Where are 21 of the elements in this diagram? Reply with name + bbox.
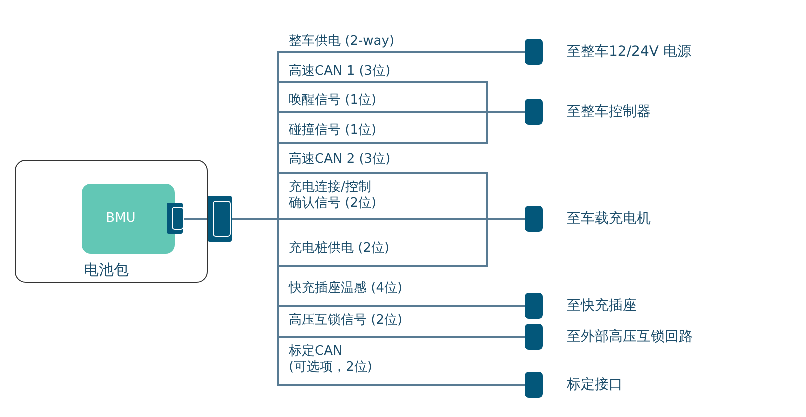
pack-label: 电池包 [84, 261, 129, 280]
signal-label: 标定CAN (可选项，2位) [289, 344, 374, 376]
destination-label: 至快充插座 [567, 297, 637, 315]
signal-label: 整车供电 (2-way) [289, 34, 395, 50]
destination-label: 至车载充电机 [567, 210, 651, 228]
signal-label: 高速CAN 2 (3位) [289, 152, 391, 168]
signal-label: 碰撞信号 (1位) [289, 123, 377, 139]
destination-label: 至外部高压互锁回路 [567, 328, 693, 346]
signal-label: 充电连接/控制确认信号 (2位) [289, 180, 378, 212]
signal-label: 唤醒信号 (1位) [289, 93, 377, 109]
signal-label: 高压互锁信号 (2位) [289, 313, 403, 329]
connector-plug [208, 196, 232, 242]
signal-label: 充电桩供电 (2位) [289, 241, 390, 257]
wire [184, 218, 208, 220]
bmu-label: BMU [106, 211, 136, 226]
destination-label: 至整车控制器 [567, 103, 651, 121]
destination-label: 至整车12/24V 电源 [567, 43, 692, 61]
signal-label: 高速CAN 1 (3位) [289, 64, 391, 80]
signal-label: 快充插座温感 (4位) [289, 281, 403, 297]
destination-label: 标定接口 [567, 376, 623, 394]
battery-pack-box [15, 160, 208, 283]
